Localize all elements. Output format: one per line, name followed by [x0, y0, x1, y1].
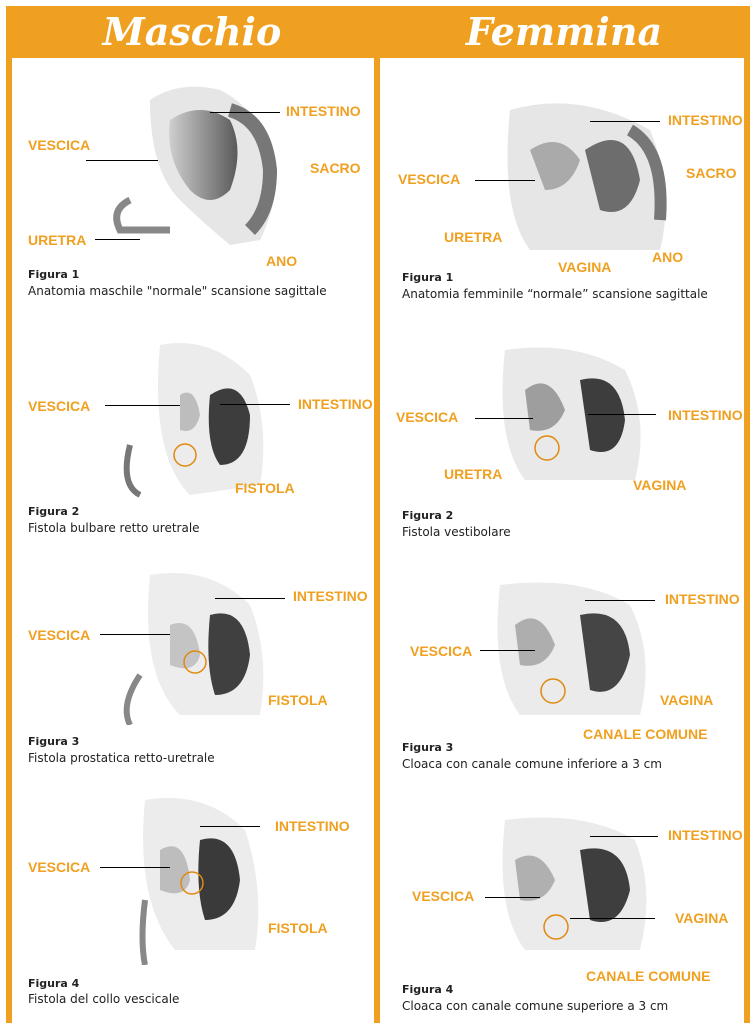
female-fig4-label-intestino: INTESTINO: [668, 827, 743, 843]
female-fig2-label-uretra: URETRA: [444, 466, 502, 482]
female-fig3-desc: Cloaca con canale comune inferiore a 3 c…: [402, 757, 662, 771]
male-fig1-desc: Anatomia maschile "normale" scansione sa…: [28, 284, 327, 298]
male-fig4-title: Figura 4: [28, 977, 79, 990]
male-fig2-title: Figura 2: [28, 505, 79, 518]
male-fig1-label-uretra: URETRA: [28, 232, 86, 248]
female-fig2-desc: Fistola vestibolare: [402, 525, 511, 539]
male-fig1-label-sacro: SACRO: [310, 160, 361, 176]
male-fig4-illustration: [115, 790, 275, 965]
female-fig3-title: Figura 3: [402, 741, 453, 754]
male-fig1-label-ano: ANO: [266, 253, 297, 269]
female-fig3-label-vescica: VESCICA: [410, 643, 472, 659]
male-fig1-illustration: [110, 80, 290, 260]
female-fig4-label-vescica: VESCICA: [412, 888, 474, 904]
male-fig2-label-intestino: INTESTINO: [298, 396, 373, 412]
male-fig2-desc: Fistola bulbare retto uretrale: [28, 521, 200, 535]
female-fig3-label-intestino: INTESTINO: [665, 591, 740, 607]
female-fig3-label-vagina: VAGINA: [660, 692, 713, 708]
female-fig1-title: Figura 1: [402, 271, 453, 284]
female-fig1-label-vescica: VESCICA: [398, 171, 460, 187]
female-fig2-illustration: [485, 340, 655, 490]
female-fig1-desc: Anatomia femminile “normale” scansione s…: [402, 287, 708, 301]
male-fig2-label-vescica: VESCICA: [28, 398, 90, 414]
female-fig1-label-uretra: URETRA: [444, 229, 502, 245]
female-fig4-label-vagina: VAGINA: [675, 910, 728, 926]
female-fig1-label-intestino: INTESTINO: [668, 112, 743, 128]
male-fig4-desc: Fistola del collo vescicale: [28, 992, 179, 1006]
male-fig1-label-vescica: VESCICA: [28, 137, 90, 153]
header-female: Femmina: [378, 6, 750, 56]
male-fig3-desc: Fistola prostatica retto-uretrale: [28, 751, 215, 765]
male-fig4-label-vescica: VESCICA: [28, 859, 90, 875]
female-fig3-label-canale-comune: CANALE COMUNE: [583, 726, 707, 742]
female-fig2-label-vagina: VAGINA: [633, 477, 686, 493]
male-fig1-label-intestino: INTESTINO: [286, 103, 361, 119]
female-fig4-desc: Cloaca con canale comune superiore a 3 c…: [402, 999, 668, 1013]
female-fig2-label-vescica: VESCICA: [396, 409, 458, 425]
male-fig3-illustration: [120, 565, 280, 725]
female-fig2-label-intestino: INTESTINO: [668, 407, 743, 423]
male-fig4-label-intestino: INTESTINO: [275, 818, 350, 834]
male-fig3-title: Figura 3: [28, 735, 79, 748]
female-fig4-label-canale-comune: CANALE COMUNE: [586, 968, 710, 984]
male-fig3-label-vescica: VESCICA: [28, 627, 90, 643]
female-fig1-label-ano: ANO: [652, 249, 683, 265]
female-fig4-title: Figura 4: [402, 983, 453, 996]
female-fig1-illustration: [490, 90, 680, 260]
male-fig4-label-fistola: FISTOLA: [268, 920, 328, 936]
female-fig1-label-vagina: VAGINA: [558, 259, 611, 275]
male-fig3-label-intestino: INTESTINO: [293, 588, 368, 604]
male-fig1-title: Figura 1: [28, 268, 79, 281]
female-fig4-illustration: [485, 810, 660, 960]
female-fig1-label-sacro: SACRO: [686, 165, 737, 181]
male-fig2-label-fistola: FISTOLA: [235, 480, 295, 496]
male-fig3-label-fistola: FISTOLA: [268, 692, 328, 708]
header-male: Maschio: [6, 6, 378, 56]
female-fig2-title: Figura 2: [402, 509, 453, 522]
